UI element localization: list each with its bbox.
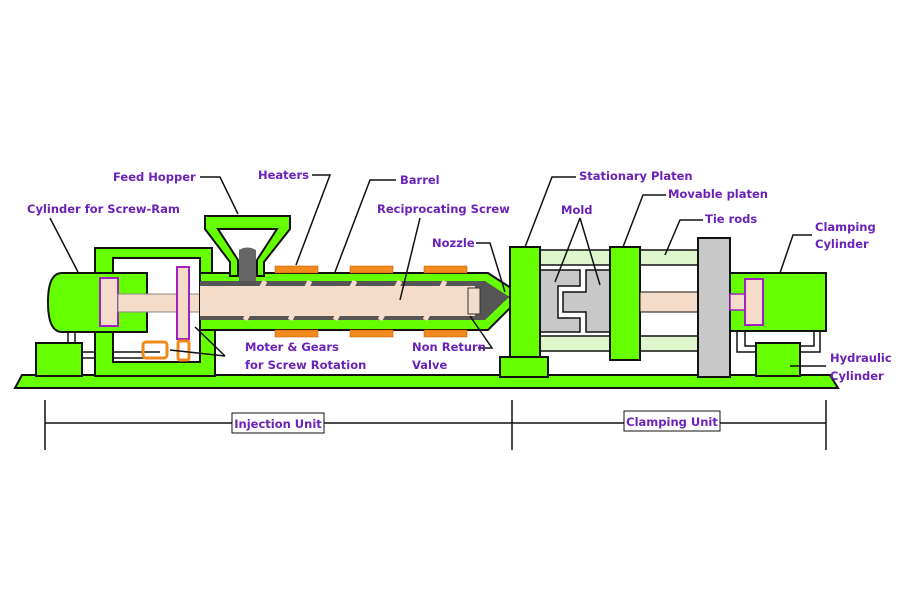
label-barrel: Barrel xyxy=(400,173,440,187)
label-hydraulic-cylinder-line1: Hydraulic xyxy=(830,351,892,365)
label-heaters: Heaters xyxy=(258,168,309,182)
hydraulic-lines-left xyxy=(67,330,160,359)
machine-base xyxy=(13,374,840,389)
screw-flights xyxy=(242,279,448,322)
label-feed-hopper: Feed Hopper xyxy=(113,170,196,184)
label-motor-gears-line2: for Screw Rotation xyxy=(245,358,366,372)
label-clamping-unit: Clamping Unit xyxy=(626,415,718,429)
mold-half-stationary xyxy=(539,269,581,333)
hydraulic-box-left xyxy=(35,342,83,377)
gear-shaft xyxy=(176,266,190,340)
label-clamping-cylinder-line1: Clamping xyxy=(815,220,876,234)
label-tie-rods: Tie rods xyxy=(705,212,757,226)
feed-hopper xyxy=(204,215,291,277)
heaters xyxy=(274,265,468,338)
ram-rod xyxy=(117,293,209,313)
clamping-unit-box xyxy=(623,410,721,432)
stationary-platen-foot xyxy=(499,356,549,378)
injection-unit-box xyxy=(231,412,325,434)
label-movable-platen: Movable platen xyxy=(668,187,768,201)
stationary-platen xyxy=(509,246,541,358)
hopper-granules xyxy=(239,247,256,281)
label-reciprocating-screw: Reciprocating Screw xyxy=(377,202,510,216)
label-clamping-cylinder-line2: Cylinder xyxy=(815,237,869,251)
non-return-valve xyxy=(467,287,481,315)
label-mold: Mold xyxy=(561,203,593,217)
movable-platen xyxy=(609,246,641,361)
clamp-rod xyxy=(639,291,701,313)
label-stationary-platen: Stationary Platen xyxy=(579,169,693,183)
label-nozzle: Nozzle xyxy=(432,236,475,250)
ram-piston xyxy=(99,277,119,327)
hydraulic-box-right xyxy=(755,342,801,377)
label-motor-gears-line1: Moter & Gears xyxy=(245,340,339,354)
rear-platen xyxy=(697,237,731,378)
label-non-return-valve-line1: Non Return xyxy=(412,340,486,354)
hydraulic-lines-right xyxy=(736,331,821,353)
motor xyxy=(141,340,169,360)
label-non-return-valve-line2: Valve xyxy=(412,358,447,372)
label-hydraulic-cylinder-line2: Cylinder xyxy=(830,369,884,383)
label-injection-unit: Injection Unit xyxy=(234,417,322,431)
clamp-piston xyxy=(744,278,764,326)
screw-ram-cylinder xyxy=(46,272,148,333)
leader-lines xyxy=(49,174,826,367)
label-cylinder-screw-ram: Cylinder for Screw-Ram xyxy=(27,202,180,216)
